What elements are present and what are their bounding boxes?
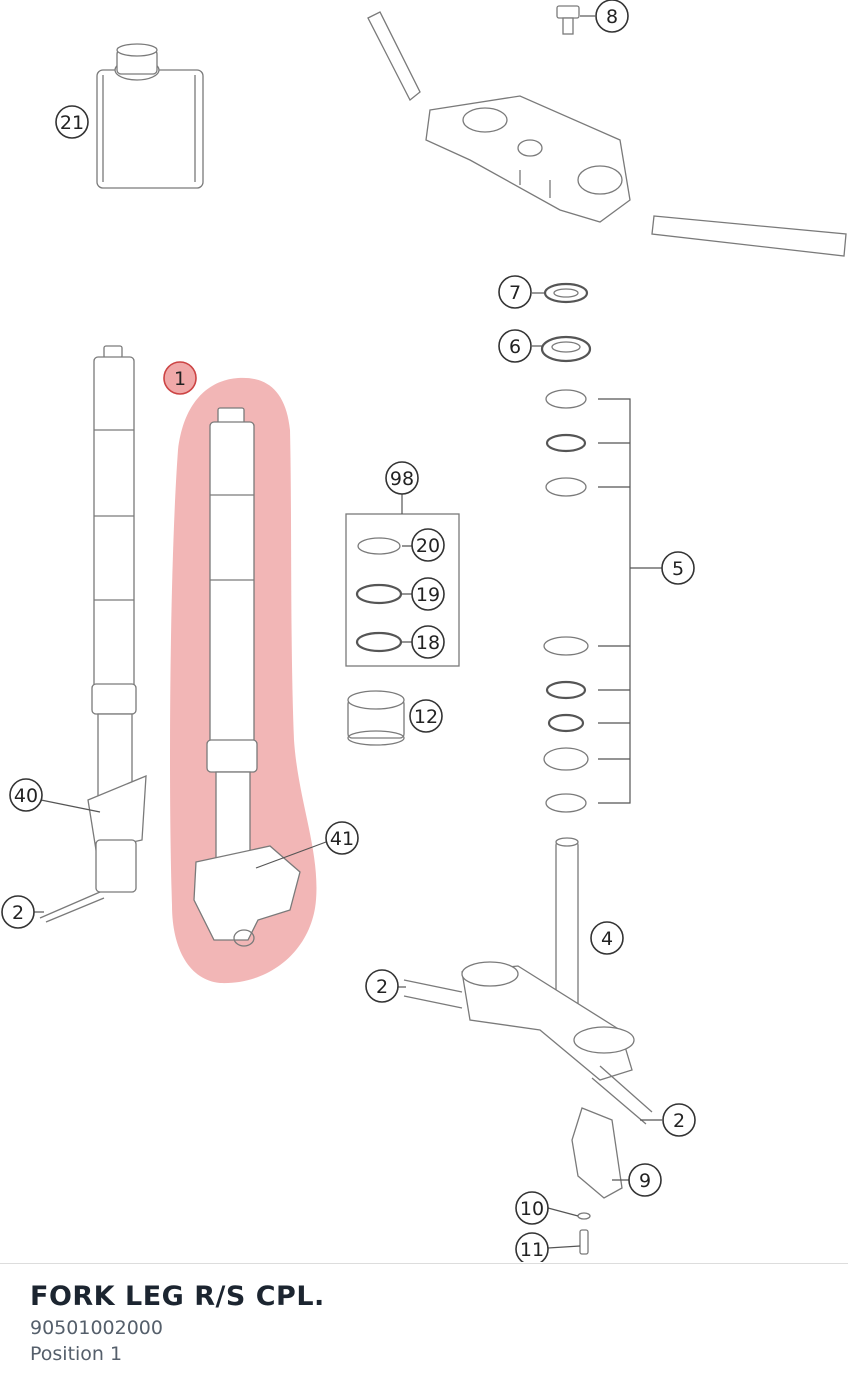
callout-40[interactable]: 40 <box>9 778 43 812</box>
part-number: 90501002000 <box>30 1317 163 1339</box>
callout-2[interactable]: 2 <box>1 895 35 929</box>
svg-text:19: 19 <box>416 584 440 606</box>
callout-7[interactable]: 7 <box>498 275 532 309</box>
svg-text:10: 10 <box>520 1198 544 1220</box>
washer-part-10[interactable] <box>577 1212 591 1220</box>
seal-kit-part-98[interactable] <box>345 492 460 667</box>
svg-text:9: 9 <box>639 1170 651 1192</box>
svg-text:5: 5 <box>672 558 684 580</box>
callout-6[interactable]: 6 <box>498 329 532 363</box>
ring-set-part-5[interactable] <box>543 389 662 813</box>
divider <box>0 1263 848 1264</box>
callout-41[interactable]: 41 <box>325 821 359 855</box>
callout-1[interactable]: 1 <box>163 361 197 395</box>
svg-text:1: 1 <box>174 368 186 390</box>
callout-21[interactable]: 21 <box>55 105 89 139</box>
svg-text:8: 8 <box>606 6 618 28</box>
part-position: Position 1 <box>30 1343 123 1365</box>
svg-text:41: 41 <box>330 828 354 850</box>
svg-text:7: 7 <box>509 282 521 304</box>
callout-4[interactable]: 4 <box>590 921 624 955</box>
upper-triple-clamp-part[interactable] <box>367 11 847 257</box>
callout-9[interactable]: 9 <box>628 1163 662 1197</box>
svg-text:98: 98 <box>390 468 414 490</box>
callout-12[interactable]: 12 <box>409 699 443 733</box>
exploded-parts-diagram: 8 21 7 6 1 98 20 19 18 12 5 40 41 2 4 2 2 9 10 11 <box>1 0 847 1262</box>
fork-leg-left-part[interactable] <box>39 345 147 923</box>
callout-18[interactable]: 18 <box>411 625 445 659</box>
lower-triple-clamp-part[interactable] <box>403 837 653 1125</box>
svg-text:2: 2 <box>12 902 24 924</box>
svg-text:20: 20 <box>416 535 440 557</box>
callout-98[interactable]: 98 <box>385 461 419 495</box>
callout-8[interactable]: 8 <box>595 0 629 33</box>
svg-text:2: 2 <box>673 1110 685 1132</box>
callout-2[interactable]: 2 <box>662 1103 696 1137</box>
bearing-part-6[interactable] <box>540 335 592 363</box>
callout-2[interactable]: 2 <box>365 969 399 1003</box>
oil-bottle-part[interactable] <box>96 43 204 189</box>
callout-10[interactable]: 10 <box>515 1191 549 1225</box>
svg-text:12: 12 <box>414 706 438 728</box>
svg-text:6: 6 <box>509 336 521 358</box>
callout-5[interactable]: 5 <box>661 551 695 585</box>
callout-11[interactable]: 11 <box>515 1232 549 1262</box>
svg-text:11: 11 <box>520 1239 544 1261</box>
part-title: FORK LEG R/S CPL. <box>30 1281 325 1312</box>
callout-19[interactable]: 19 <box>411 577 445 611</box>
callout-20[interactable]: 20 <box>411 528 445 562</box>
svg-text:4: 4 <box>601 928 613 950</box>
svg-text:21: 21 <box>60 112 84 134</box>
svg-text:2: 2 <box>376 976 388 998</box>
bushing-part-12[interactable] <box>347 690 405 746</box>
bracket-part-9[interactable] <box>571 1107 623 1199</box>
part-info-panel: FORK LEG R/S CPL. 90501002000 Position 1 <box>30 1279 325 1367</box>
screw-part-11[interactable] <box>579 1229 589 1255</box>
svg-text:40: 40 <box>14 785 38 807</box>
bearing-part-7[interactable] <box>543 282 589 304</box>
svg-text:18: 18 <box>416 632 440 654</box>
fork-leg-right-part[interactable] <box>193 407 301 947</box>
bolt-part-8[interactable] <box>556 5 580 35</box>
